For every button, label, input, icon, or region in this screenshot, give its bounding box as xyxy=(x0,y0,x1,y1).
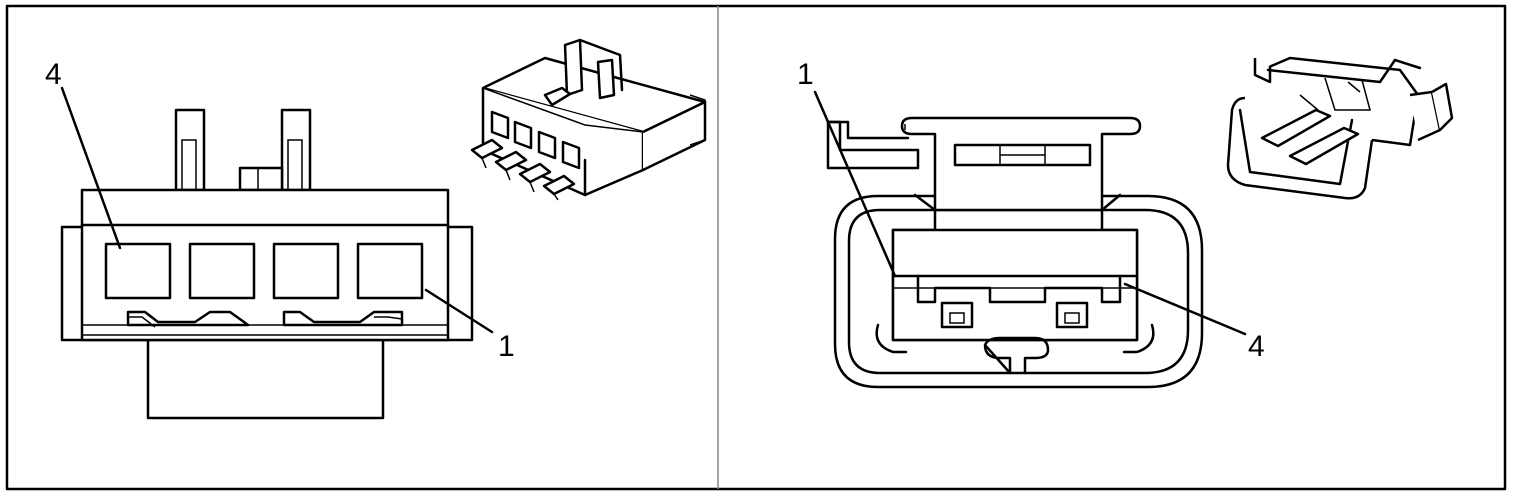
right-connector-iso xyxy=(1226,56,1454,200)
callout-4-leader xyxy=(60,86,122,250)
cavity-3 xyxy=(188,242,256,300)
figure-frame xyxy=(5,4,1507,491)
callout-1-leader-right xyxy=(813,90,897,278)
cavity-4 xyxy=(104,242,172,300)
left-panel: 4 1 xyxy=(45,38,707,420)
callout-label-1: 1 xyxy=(498,330,515,363)
callout-label-4-right: 4 xyxy=(1248,330,1265,363)
cavity-2 xyxy=(272,242,340,300)
callout-4-leader-right xyxy=(1123,282,1247,336)
left-connector-face xyxy=(60,108,474,420)
callout-label-4: 4 xyxy=(45,58,62,91)
callout-1-leader xyxy=(424,288,494,334)
right-panel: 1 4 xyxy=(797,56,1454,389)
left-connector-iso xyxy=(470,38,707,201)
cavity-1 xyxy=(356,242,424,300)
right-connector-face xyxy=(826,116,1204,389)
callout-label-1-right: 1 xyxy=(797,58,814,91)
